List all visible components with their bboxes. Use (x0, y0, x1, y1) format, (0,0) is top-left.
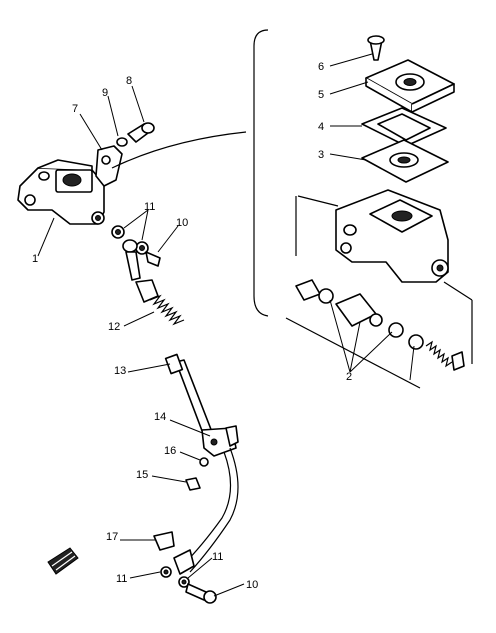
callout-16: 16 (164, 445, 176, 457)
callout-17: 17 (106, 531, 118, 543)
callout-12: 12 (108, 321, 120, 333)
diaphragm-part (361, 139, 449, 183)
group-brace (253, 29, 269, 317)
callout-9: 9 (102, 87, 108, 99)
assembly-frame-lines (285, 195, 473, 389)
callout-13: 13 (114, 365, 126, 377)
callout-1: 1 (32, 253, 38, 265)
callout-7: 7 (72, 103, 78, 115)
diagram-tag-mark (47, 547, 79, 575)
piston-kit-part (295, 279, 465, 371)
callout-15: 15 (136, 469, 148, 481)
callout-6: 6 (318, 61, 324, 73)
bracket-part (95, 145, 123, 187)
reservoir-cap-part (365, 59, 455, 113)
brake-hose (181, 447, 239, 573)
push-rod-assembly (122, 239, 213, 437)
hose-clip-part (153, 531, 175, 551)
callout-2: 2 (346, 371, 352, 383)
leader-lines (37, 53, 373, 597)
callout-10-upper: 10 (176, 217, 188, 229)
cylinder-body-detail (335, 189, 449, 283)
pin-part (185, 477, 201, 491)
washer-part (116, 137, 128, 147)
clevis-part (201, 425, 239, 457)
upper-union-bolt (145, 251, 161, 267)
master-cylinder-assembly (17, 159, 105, 225)
gasket-part (361, 107, 447, 147)
callout-5: 5 (318, 89, 324, 101)
upper-washer-pair (111, 225, 149, 255)
callout-11-upper: 11 (144, 201, 155, 213)
callout-11-lower-right: 11 (212, 551, 223, 563)
callout-8: 8 (126, 75, 132, 87)
callout-4: 4 (318, 121, 324, 133)
piston-kit-leaders (329, 299, 415, 381)
bolt-part (127, 122, 155, 143)
lower-fitting (160, 549, 217, 604)
callout-3: 3 (318, 149, 324, 161)
callout-14: 14 (154, 411, 166, 423)
reservoir-line (111, 131, 247, 169)
cap-screw-part (367, 35, 385, 61)
callout-11-lower-left: 11 (116, 573, 127, 585)
nut-part (199, 457, 209, 467)
callout-10-lower: 10 (246, 579, 258, 591)
